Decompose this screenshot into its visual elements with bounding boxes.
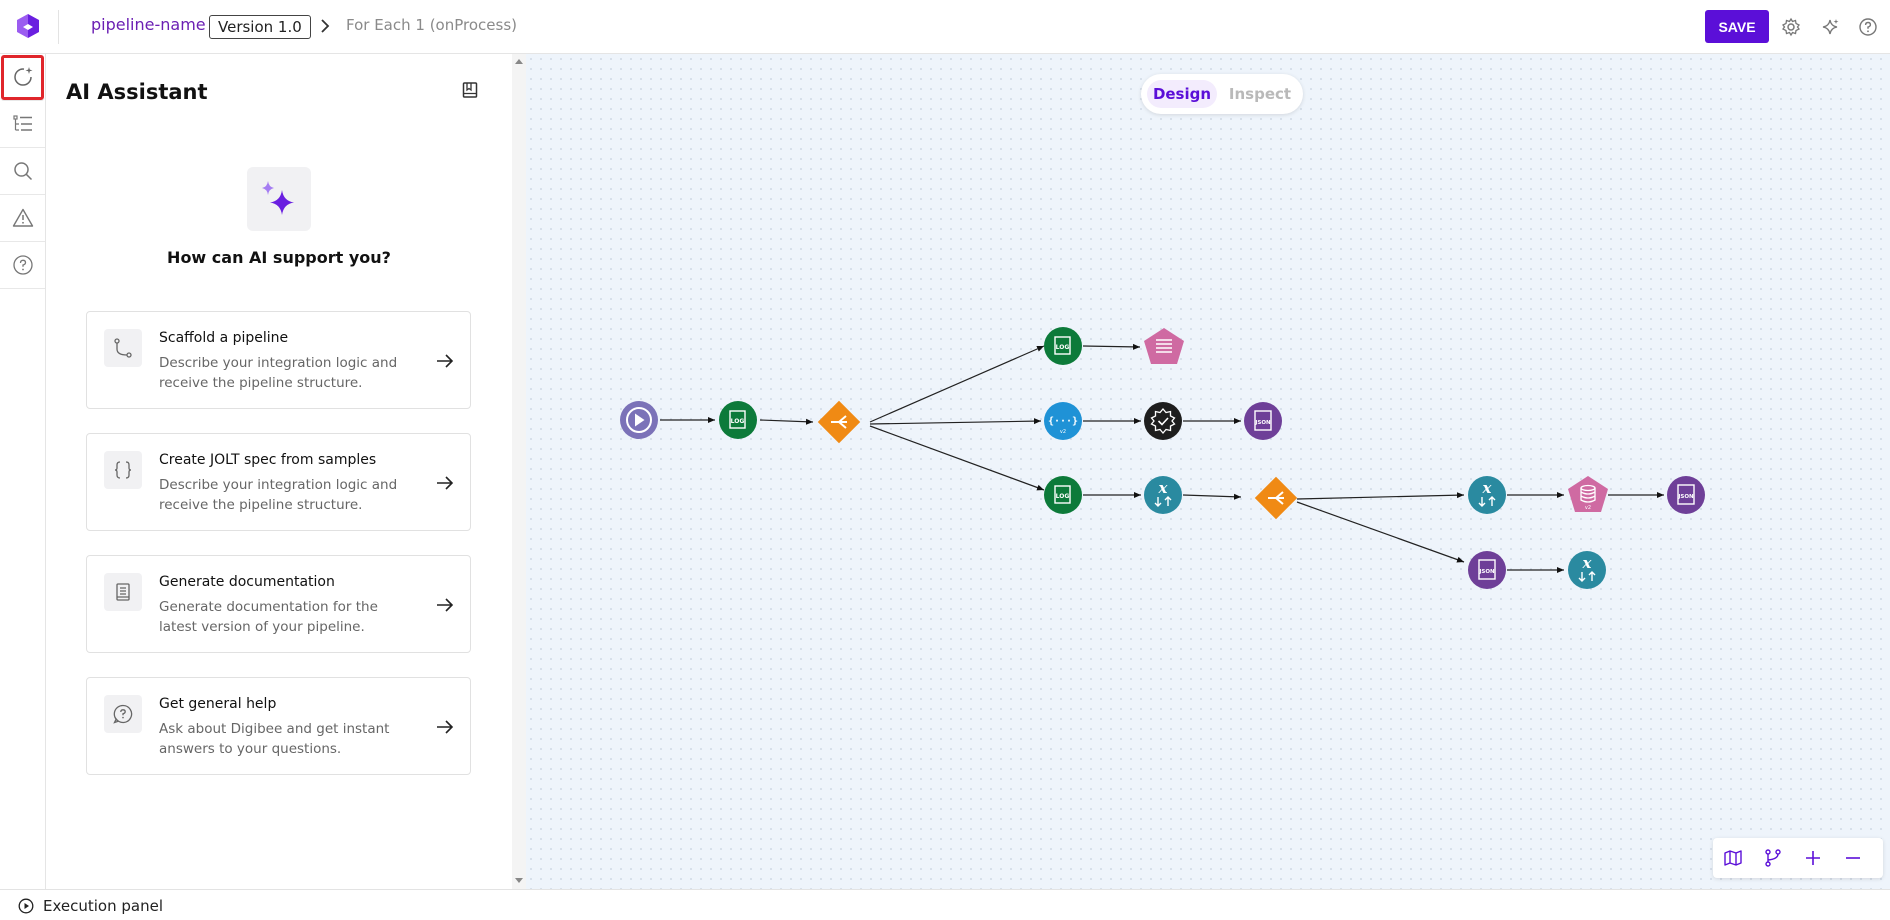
card-icon-box xyxy=(104,695,142,733)
svg-text:x: x xyxy=(1482,479,1493,497)
search-icon xyxy=(13,162,32,181)
choice-node[interactable] xyxy=(1254,476,1298,520)
card-title: Create JOLT spec from samples xyxy=(159,452,377,468)
svg-text:LOG: LOG xyxy=(1056,344,1070,351)
arrow-right-icon xyxy=(437,720,454,734)
json-generator-node[interactable]: JSON xyxy=(1468,551,1506,589)
chevron-right-icon xyxy=(321,19,330,33)
rail-warnings-button[interactable] xyxy=(0,195,45,242)
svg-text:LOG: LOG xyxy=(1056,493,1070,500)
left-rail xyxy=(0,54,46,889)
session-management-node[interactable] xyxy=(1144,402,1182,440)
help-icon[interactable] xyxy=(1858,17,1878,37)
pipeline-flow: LOG LOG {···} v2 xyxy=(620,327,1705,589)
mode-toggle: Design Inspect xyxy=(1141,74,1303,114)
database-node[interactable]: v2 xyxy=(1568,476,1608,512)
jolt-spec-card[interactable]: Create JOLT spec from samples Describe y… xyxy=(86,433,471,531)
svg-text:v2: v2 xyxy=(1060,429,1066,435)
generate-documentation-card[interactable]: Generate documentation Generate document… xyxy=(86,555,471,653)
mock-node[interactable]: {···} v2 xyxy=(1044,402,1082,440)
version-badge[interactable]: Version 1.0 xyxy=(209,15,311,39)
panel-title: AI Assistant xyxy=(66,80,208,104)
choice-node[interactable] xyxy=(817,400,861,444)
rail-step-list-button[interactable] xyxy=(0,101,45,148)
execution-panel-label: Execution panel xyxy=(43,897,163,915)
braces-icon xyxy=(114,461,132,479)
start-trigger-node[interactable] xyxy=(620,401,658,439)
chat-help-icon xyxy=(113,704,133,724)
sparkle-clock-icon xyxy=(13,67,32,86)
card-description: Ask about Digibee and get instant answer… xyxy=(159,721,390,757)
svg-text:JSON: JSON xyxy=(1677,494,1694,500)
json-generator-node[interactable]: JSON xyxy=(1244,402,1282,440)
card-icon-box xyxy=(104,451,142,489)
panel-scrollbar[interactable] xyxy=(512,54,526,889)
rail-search-button[interactable] xyxy=(0,148,45,195)
transformer-node[interactable]: x xyxy=(1468,476,1506,514)
warning-icon xyxy=(12,208,33,227)
arrow-right-icon xyxy=(437,598,454,612)
gear-icon[interactable] xyxy=(1781,17,1801,37)
card-title: Generate documentation xyxy=(159,574,335,590)
top-bar: pipeline-name Version 1.0 For Each 1 (on… xyxy=(0,0,1890,54)
pipeline-name-link[interactable]: pipeline-name xyxy=(91,15,206,34)
card-icon-box xyxy=(104,573,142,611)
save-button[interactable]: SAVE xyxy=(1705,10,1769,43)
svg-text:x: x xyxy=(1158,479,1169,497)
card-description: Generate documentation for the latest ve… xyxy=(159,599,378,635)
card-icon-box xyxy=(104,329,142,367)
digibee-logo-icon[interactable] xyxy=(15,13,41,39)
document-icon xyxy=(116,583,130,601)
breadcrumb-current: For Each 1 (onProcess) xyxy=(346,16,517,34)
tree-list-icon xyxy=(12,115,32,131)
branch-layout-icon[interactable] xyxy=(1763,848,1783,868)
log-node[interactable]: LOG xyxy=(1044,476,1082,514)
svg-text:JSON: JSON xyxy=(1478,569,1495,575)
transformer-node[interactable]: x xyxy=(1144,476,1182,514)
svg-text:JSON: JSON xyxy=(1254,420,1271,426)
log-node[interactable]: LOG xyxy=(719,401,757,439)
connectors xyxy=(660,343,1664,573)
canvas-controls xyxy=(1713,838,1883,878)
svg-text:x: x xyxy=(1582,554,1593,572)
play-circle-icon xyxy=(18,898,34,914)
ai-prompt-heading: How can AI support you? xyxy=(167,248,391,267)
scaffold-pipeline-card[interactable]: Scaffold a pipeline Describe your integr… xyxy=(86,311,471,409)
book-icon[interactable] xyxy=(461,81,479,99)
log-node[interactable]: LOG xyxy=(1044,327,1082,365)
topbar-divider xyxy=(58,10,59,44)
ai-assistant-panel: AI Assistant How can AI support you? Sca… xyxy=(46,54,526,889)
card-description: Describe your integration logic and rece… xyxy=(159,477,398,513)
card-title: Scaffold a pipeline xyxy=(159,330,289,346)
zoom-out-icon[interactable] xyxy=(1843,848,1863,868)
transformer-node[interactable]: x xyxy=(1568,551,1606,589)
card-description: Describe your integration logic and rece… xyxy=(159,355,398,391)
arrow-right-icon xyxy=(437,354,454,368)
svg-text:LOG: LOG xyxy=(731,418,745,425)
card-title: Get general help xyxy=(159,696,277,712)
pipeline-canvas[interactable]: Design Inspect xyxy=(526,54,1890,889)
rail-help-button[interactable] xyxy=(0,242,45,289)
svg-text:{···}: {···} xyxy=(1048,416,1078,427)
general-help-card[interactable]: Get general help Ask about Digibee and g… xyxy=(86,677,471,775)
arrow-right-icon xyxy=(437,476,454,490)
ai-sparkles-icon xyxy=(262,181,294,215)
zoom-in-icon[interactable] xyxy=(1803,848,1823,868)
inspect-mode-tab[interactable]: Inspect xyxy=(1228,85,1292,103)
map-icon[interactable] xyxy=(1723,848,1743,868)
ai-hero-badge xyxy=(247,167,311,231)
svg-text:v2: v2 xyxy=(1585,505,1591,511)
json-generator-node[interactable]: JSON xyxy=(1667,476,1705,514)
stream-db-node[interactable] xyxy=(1144,328,1184,364)
rail-ai-assistant-button[interactable] xyxy=(0,54,45,101)
execution-panel-bar[interactable]: Execution panel xyxy=(0,889,1890,920)
ai-sparkle-icon[interactable] xyxy=(1821,17,1841,37)
branch-icon xyxy=(114,338,132,358)
help-icon xyxy=(12,255,33,275)
design-mode-tab[interactable]: Design xyxy=(1147,80,1217,108)
